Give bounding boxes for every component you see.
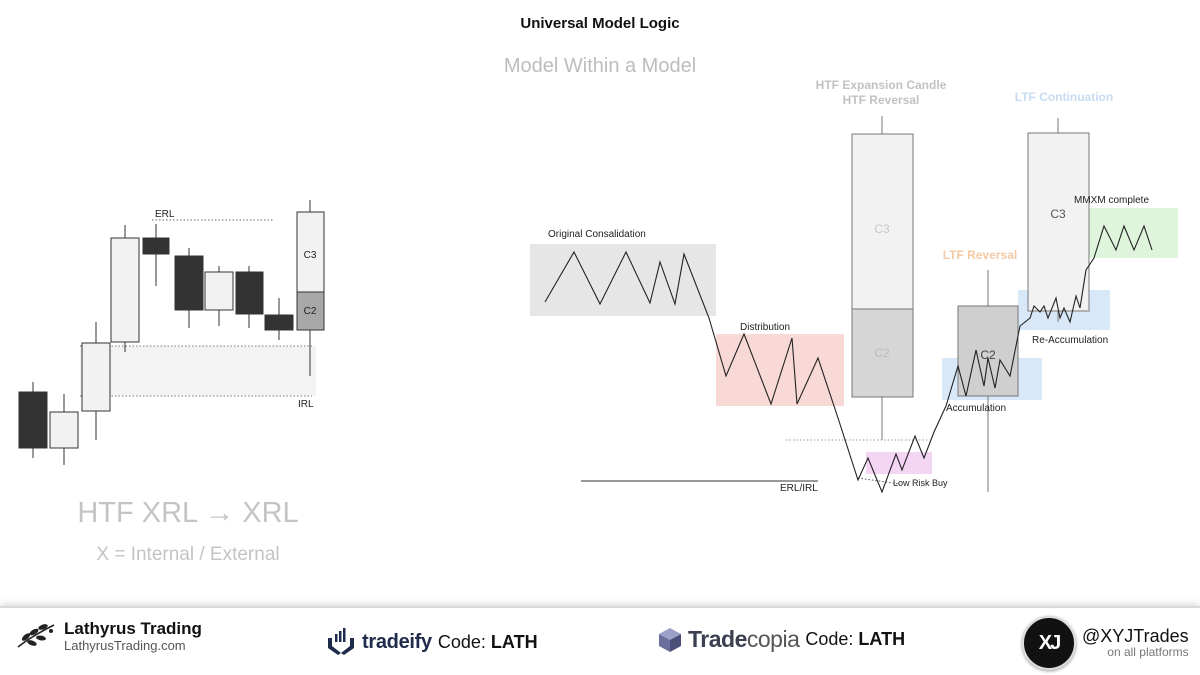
candle-c3-c2 (296, 200, 325, 376)
candle-bear-3 (174, 248, 204, 328)
right-c3-label: C3 (1050, 207, 1066, 221)
lathyrus-site[interactable]: LathyrusTrading.com (64, 637, 186, 653)
mmxm-complete-zone (1074, 208, 1178, 258)
irl-zone (80, 346, 316, 396)
htf-expansion-label-2: HTF Reversal (843, 93, 920, 107)
distribution-label: Distribution (740, 322, 790, 333)
xyj-brand[interactable]: XJ @XYJTrades on all platforms (1022, 616, 1189, 670)
tradeify-name: tradeify (362, 630, 432, 653)
page-title: Universal Model Logic (520, 15, 679, 32)
tradecopia-code: Code: LATH (805, 629, 906, 649)
ltf-reversal-label: LTF Reversal (943, 248, 1017, 262)
irl-label: IRL (298, 399, 314, 410)
htf-xrl-headline: HTF XRL → XRL (77, 497, 298, 529)
lathyrus-name: Lathyrus Trading (64, 619, 202, 638)
mmxm-complete-label: MMXM complete (1074, 195, 1149, 206)
left-candlestick-panel (18, 200, 325, 465)
candle-bear-1 (18, 382, 48, 458)
left-c2-label: C2 (304, 306, 317, 317)
big-c3-label: C3 (874, 222, 890, 236)
candle-bull-4 (204, 266, 234, 326)
xyj-logo-icon: XJ (1022, 616, 1076, 670)
big-c2-label: C2 (874, 346, 890, 360)
tradecopia-brand[interactable]: Tradecopia Code: LATH (658, 626, 905, 653)
leaf-sprig-icon (17, 624, 55, 649)
tradecopia-cube-icon (659, 627, 681, 652)
tradeify-hands-icon (328, 628, 354, 655)
tradeify-code: Code: LATH (437, 631, 538, 652)
candle-bull-3 (110, 225, 140, 352)
erl-label: ERL (155, 209, 175, 220)
re-accumulation-label: Re-Accumulation (1032, 335, 1108, 346)
lathyrus-brand[interactable]: Lathyrus Trading LathyrusTrading.com (16, 619, 202, 653)
ltf-continuation-candle (1027, 118, 1090, 322)
htf-expansion-label-1: HTF Expansion Candle (816, 78, 947, 92)
left-c3-label: C3 (304, 250, 317, 261)
htf-expansion-candle (851, 116, 914, 440)
distribution-zone (716, 334, 844, 406)
page-subtitle: Model Within a Model (504, 55, 696, 77)
xyj-subtitle: on all platforms (1107, 645, 1189, 660)
tradecopia-name: Tradecopia (688, 626, 800, 652)
right-model-panel (530, 116, 1178, 494)
ltf-reversal-candle (957, 270, 1019, 492)
tradeify-brand[interactable]: tradeify Code: LATH (326, 628, 538, 656)
candle-bull-1 (49, 394, 79, 465)
candle-bull-2 (81, 322, 111, 440)
xrl-caption: X = Internal / External (96, 544, 279, 565)
candle-bear-4 (235, 266, 264, 328)
small-c2-label: C2 (980, 348, 996, 362)
price-path (544, 224, 1153, 494)
accumulation-label: Accumulation (946, 403, 1006, 414)
original-consolidation-label: Original Consalidation (548, 229, 646, 240)
candle-bear-2 (142, 224, 170, 286)
low-risk-buy-label: Low Risk Buy (893, 478, 948, 488)
xyj-handle[interactable]: @XYJTrades (1082, 625, 1189, 646)
sponsor-footer: Lathyrus Trading LathyrusTrading.com tra… (0, 606, 1200, 675)
ltf-continuation-label: LTF Continuation (1015, 90, 1113, 104)
candle-bear-5 (264, 298, 294, 340)
erl-irl-label: ERL/IRL (780, 483, 818, 494)
sweep-dotted-line (857, 477, 901, 485)
